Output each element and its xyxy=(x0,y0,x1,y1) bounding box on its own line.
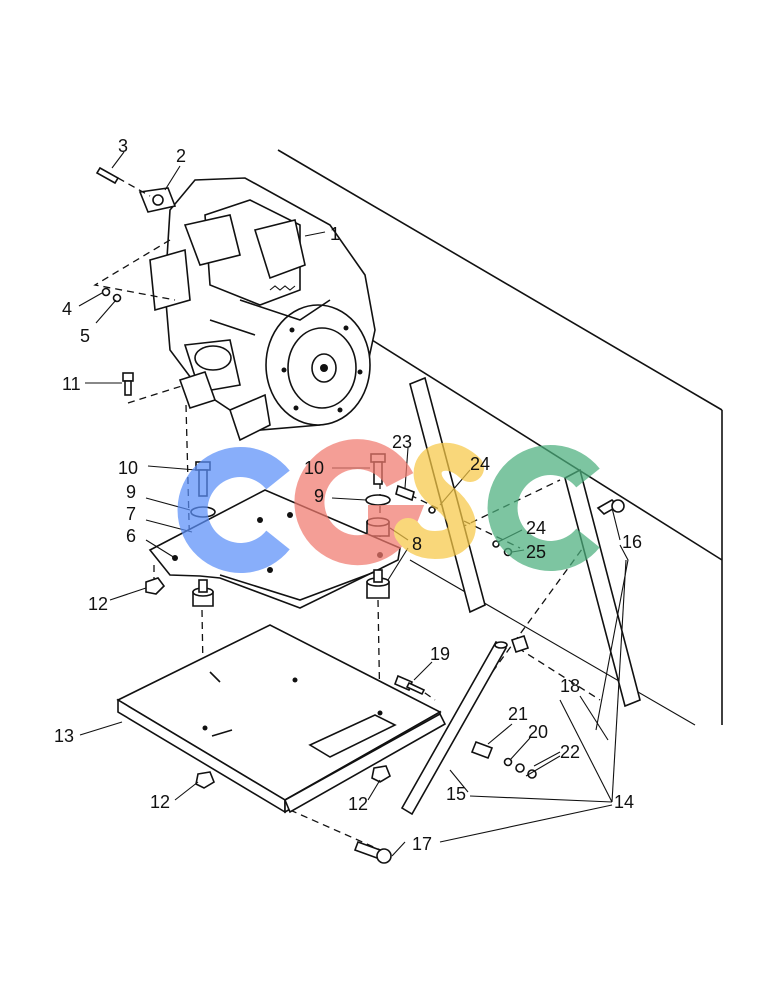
bolt-part-11 xyxy=(122,372,134,396)
bushing-part-18 xyxy=(510,634,530,654)
washer-part-9-right xyxy=(365,494,391,506)
callout-3: 3 xyxy=(118,136,128,156)
hardware-parts-20-22 xyxy=(470,740,537,779)
callout-10-left: 10 xyxy=(118,458,138,478)
callout-13: 13 xyxy=(54,726,74,746)
callout-20: 20 xyxy=(528,722,548,742)
engine-assembly xyxy=(149,177,376,442)
callout-12-upper: 12 xyxy=(88,594,108,614)
callout-5: 5 xyxy=(80,326,90,346)
nut-part-5 xyxy=(112,293,122,303)
callout-12-lower-right: 12 xyxy=(348,794,368,814)
callout-22: 22 xyxy=(560,742,580,762)
lower-isolators xyxy=(192,569,390,607)
callout-24-upper: 24 xyxy=(470,454,490,474)
callout-11: 11 xyxy=(62,374,81,394)
callout-2: 2 xyxy=(176,146,186,166)
callout-25: 25 xyxy=(526,542,546,562)
callout-19: 19 xyxy=(430,644,450,664)
callout-15: 15 xyxy=(446,784,466,804)
callout-21: 21 xyxy=(508,704,528,724)
callout-6: 6 xyxy=(126,526,136,546)
cover-plate-part-2 xyxy=(138,187,177,213)
watermark-letter-c-blue xyxy=(177,447,290,573)
rod-part-15 xyxy=(400,640,508,816)
callout-9-right: 9 xyxy=(314,486,324,506)
base-plate-part-13 xyxy=(116,624,442,814)
callout-10-right: 10 xyxy=(304,458,324,478)
callout-8: 8 xyxy=(412,534,422,554)
callout-16: 16 xyxy=(622,532,642,552)
callout-24-lower: 24 xyxy=(526,518,546,538)
bolt-part-19 xyxy=(393,674,426,696)
callout-9-left: 9 xyxy=(126,482,136,502)
callout-18: 18 xyxy=(560,676,580,696)
watermark-letter-g-red xyxy=(294,439,425,566)
callout-7: 7 xyxy=(126,504,136,524)
rod-end-part-17 xyxy=(353,499,625,864)
callout-14: 14 xyxy=(614,792,634,812)
watermark-letter-s-yellow xyxy=(394,442,484,560)
watermark xyxy=(177,439,600,573)
callout-17: 17 xyxy=(412,834,432,854)
watermark-letter-c-green xyxy=(487,445,600,571)
callout-12-lower-left: 12 xyxy=(150,792,170,812)
washer-part-4 xyxy=(101,287,111,297)
nuts-part-12 xyxy=(145,577,391,789)
callout-4: 4 xyxy=(62,299,72,319)
callout-23: 23 xyxy=(392,432,412,452)
callout-labels: 1 2 3 4 5 6 7 8 9 9 10 10 11 12 12 12 13… xyxy=(54,136,642,854)
wall-panel xyxy=(277,149,723,726)
screw-part-3 xyxy=(95,166,120,185)
callout-1: 1 xyxy=(330,224,340,244)
